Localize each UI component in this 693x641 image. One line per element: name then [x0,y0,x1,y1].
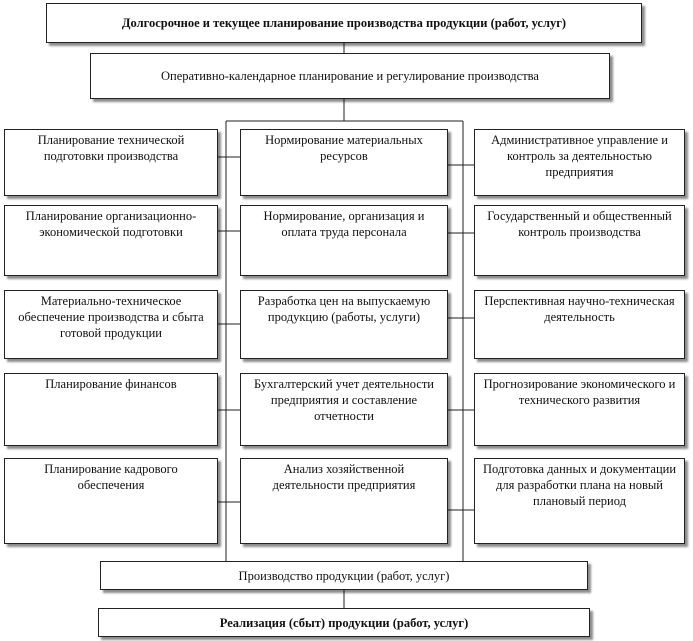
left-box-4-label: Планирование финансов [45,377,177,391]
production-box: Производство продукции (работ, услуг) [100,561,588,590]
left-box-5-label: Планирование кадрового обеспечения [44,462,178,492]
right-box-3-label: Перспективная научно-техническая деятель… [484,294,675,324]
right-box-2: Государственный и общественный контроль … [474,205,685,276]
right-box-4: Прогнозирование экономического и техниче… [474,373,685,446]
right-box-2-label: Государственный и общественный контроль … [487,209,672,239]
middle-box-1: Нормирование материальных ресурсов [240,129,448,196]
right-box-3: Перспективная научно-техническая деятель… [474,290,685,359]
middle-box-3-label: Разработка цен на выпускаемую продукцию … [257,294,431,324]
production-label: Производство продукции (работ, услуг) [238,568,450,583]
middle-box-5: Анализ хозяйственной деятельности предпр… [240,458,448,544]
left-box-5: Планирование кадрового обеспечения [4,458,218,544]
middle-box-5-label: Анализ хозяйственной деятельности предпр… [272,462,416,492]
left-box-2-label: Планирование организационно-экономическо… [25,209,197,239]
middle-box-4-label: Бухгалтерский учет деятельности предприя… [253,377,434,423]
operational-planning-box: Оперативно-календарное планирование и ре… [90,53,610,99]
long-term-planning-label: Долгосрочное и текущее планирование прои… [121,16,567,30]
left-box-3: Материально-техническое обеспечение прои… [4,290,218,359]
left-box-2: Планирование организационно-экономическо… [4,205,218,276]
left-box-4: Планирование финансов [4,373,218,446]
middle-box-1-label: Нормирование материальных ресурсов [265,133,423,163]
left-box-1: Планирование технической подготовки прои… [4,129,218,196]
right-box-5: Подготовка данных и документации для раз… [474,458,685,544]
operational-planning-label: Оперативно-календарное планирование и ре… [161,69,539,83]
middle-box-2-label: Нормирование, организация и оплата труда… [263,209,425,239]
middle-box-4: Бухгалтерский учет деятельности предприя… [240,373,448,446]
right-box-1-label: Административное управление и контроль з… [491,133,668,179]
sales-label: Реализация (сбыт) продукции (работ, услу… [219,615,469,630]
sales-box: Реализация (сбыт) продукции (работ, услу… [98,608,590,637]
left-box-3-label: Материально-техническое обеспечение прои… [18,294,204,340]
right-box-1: Административное управление и контроль з… [474,129,685,196]
left-box-1-label: Планирование технической подготовки прои… [37,133,185,163]
right-box-5-label: Подготовка данных и документации для раз… [482,462,677,508]
middle-box-3: Разработка цен на выпускаемую продукцию … [240,290,448,359]
long-term-planning-box: Долгосрочное и текущее планирование прои… [46,3,642,43]
middle-box-2: Нормирование, организация и оплата труда… [240,205,448,276]
right-box-4-label: Прогнозирование экономического и техниче… [483,377,676,407]
